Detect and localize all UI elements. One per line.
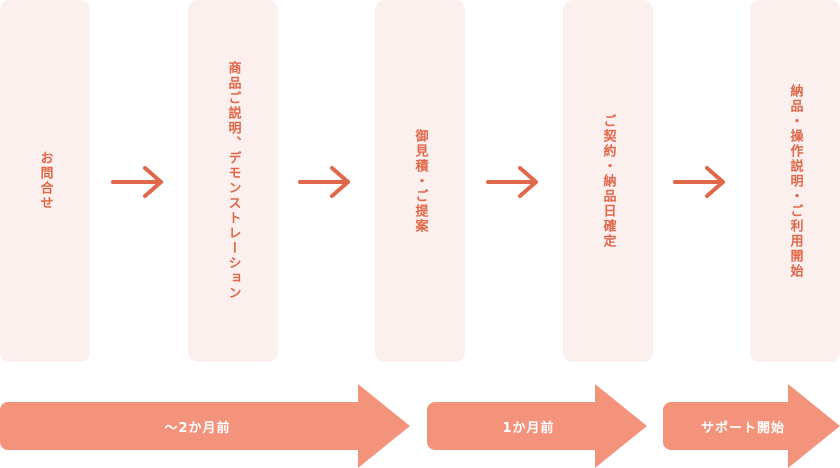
- arrow-right-icon: [673, 166, 725, 198]
- step-estimate-proposal: 御見積・ご提案: [375, 0, 465, 362]
- step-delivery-start-use: 納品・操作説明・ご利用開始: [750, 0, 840, 362]
- phase-arrow-support-start: サポート開始: [663, 384, 840, 468]
- step-contract-delivery-date: ご契約・納品日確定: [563, 0, 653, 362]
- step-label: 納品・操作説明・ご利用開始: [787, 83, 803, 279]
- step-label: ご契約・納品日確定: [600, 113, 616, 249]
- step-inquiry: お問合せ: [0, 0, 90, 362]
- step-product-demo: 商品ご説明、デモンストレーション: [188, 0, 278, 362]
- arrow-right-icon: [111, 166, 163, 198]
- phase-arrow-two-months-before: 〜2か月前: [0, 384, 410, 468]
- phase-label: サポート開始: [700, 420, 785, 436]
- phase-label: 〜2か月前: [164, 420, 231, 436]
- step-label: 商品ご説明、デモンストレーション: [225, 61, 241, 301]
- arrow-right-icon: [298, 166, 350, 198]
- step-label: 御見積・ご提案: [412, 128, 428, 234]
- arrow-right-icon: [486, 166, 538, 198]
- step-label: お問合せ: [37, 151, 53, 211]
- phase-label: 1か月前: [502, 420, 555, 436]
- phase-arrow-one-month-before: 1か月前: [427, 384, 647, 468]
